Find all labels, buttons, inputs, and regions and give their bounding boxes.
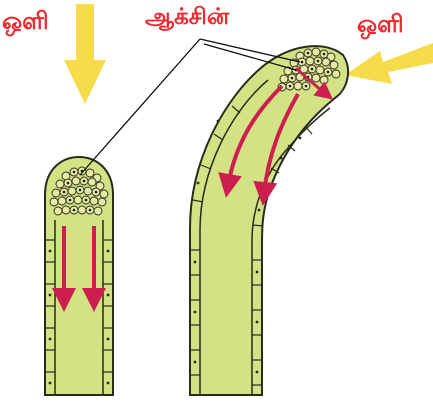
light-arrow-right-icon: [345, 43, 433, 84]
straight-shoot: [45, 157, 113, 395]
bending-shoot: [190, 46, 348, 395]
light-label-right: ஒளி: [357, 12, 404, 36]
light-label-left: ஒளி: [2, 9, 49, 33]
light-arrow-left-icon: [64, 4, 106, 104]
auxin-label: ஆக்சின்: [145, 6, 229, 29]
